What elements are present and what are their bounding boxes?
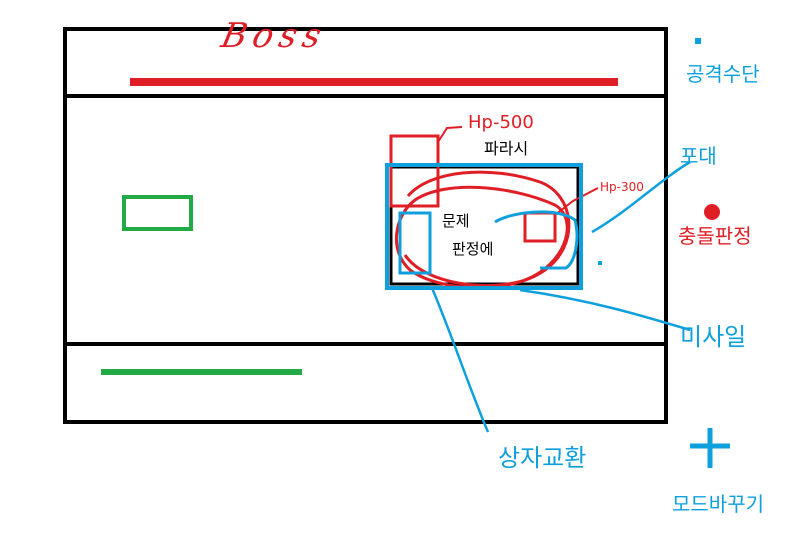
mode-switch-label: 모드바꾸기 (672, 492, 764, 516)
problem-label-line2: 판정에 (452, 240, 494, 258)
problem-label-line1: 문제 (442, 212, 470, 230)
game-frame (63, 27, 668, 424)
small-parasite-box (523, 211, 557, 243)
cannon-label: 포대 (680, 144, 717, 168)
boss-hitbox-blue (385, 163, 583, 290)
parasite-box (389, 134, 440, 208)
box-exchange-label: 상자교환 (498, 444, 587, 472)
box-exchange-rect (398, 211, 432, 275)
collision-label: 충돌판정 (678, 224, 752, 248)
hp500-pointer (437, 126, 463, 143)
missile-pointer (519, 288, 691, 332)
collision-scribble (394, 170, 571, 290)
player-box (122, 195, 193, 231)
exchange-pointer (430, 287, 490, 433)
collision-dot (704, 204, 720, 220)
attack-dot (695, 38, 701, 44)
missile-dot (598, 261, 602, 265)
hp300-label: Hp-300 (600, 180, 644, 194)
attack-means-label: 공격수단 (686, 62, 760, 86)
hp500-label: Hp-500 (468, 112, 534, 133)
boss-title: Boss (217, 16, 331, 56)
cannon-pointer (591, 160, 691, 234)
missile-launcher-shape (494, 210, 579, 270)
parasite-label: 파라시 (484, 139, 529, 158)
missile-label: 미사일 (680, 323, 747, 351)
